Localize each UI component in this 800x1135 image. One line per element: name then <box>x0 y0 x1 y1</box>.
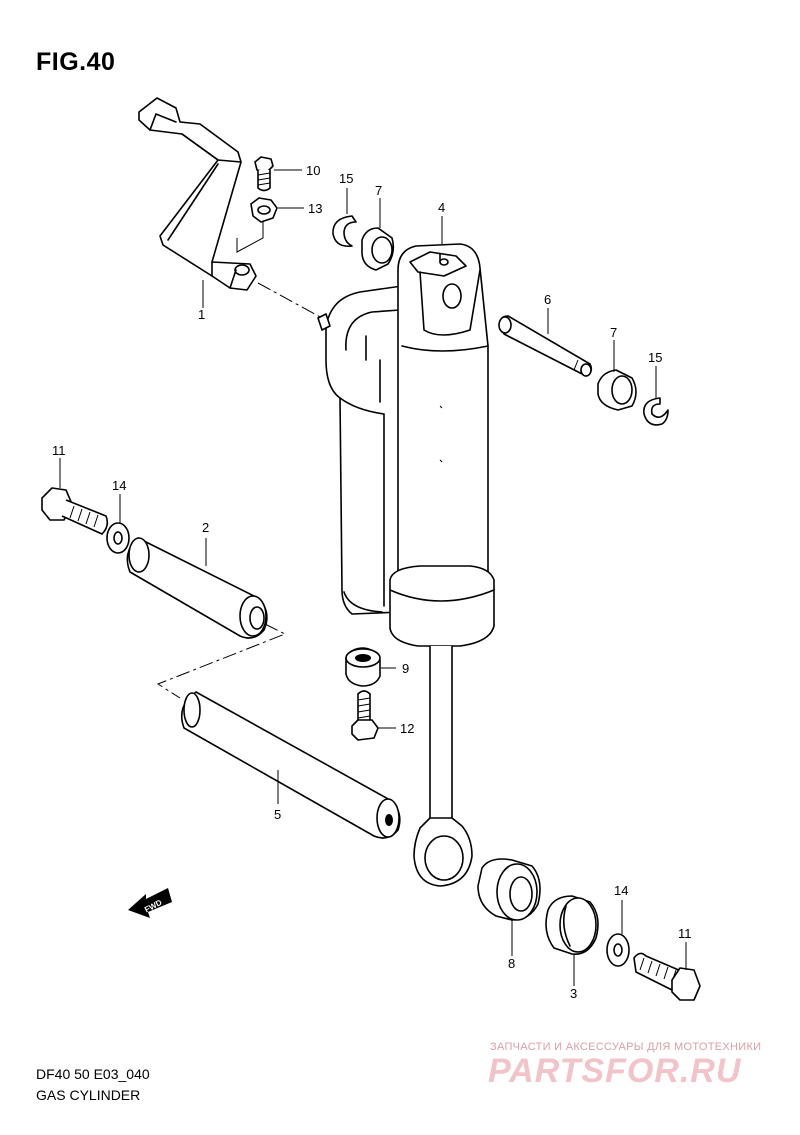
watermark-logo: PARTSFOR.RU <box>488 1052 742 1090</box>
callout-11-right: 11 <box>678 926 692 941</box>
sleeve-2 <box>126 537 268 639</box>
washer-14-right <box>606 933 630 967</box>
bushing-7-right <box>597 369 637 411</box>
callout-15-upper: 15 <box>339 171 353 186</box>
callout-11-left: 11 <box>52 443 66 458</box>
callout-7-upper: 7 <box>375 183 382 198</box>
snap-ring-15-upper <box>332 215 357 248</box>
bolt-11-left <box>41 487 109 535</box>
callout-2: 2 <box>202 520 209 535</box>
diagram-model-code: DF40 50 E03_040 <box>36 1066 150 1082</box>
piston-rod <box>413 646 473 887</box>
washer-14-left <box>106 522 130 554</box>
gas-cylinder-4 <box>397 243 489 575</box>
sleeve-5 <box>180 691 401 839</box>
bolt-12 <box>351 690 379 741</box>
callout-10: 10 <box>306 163 320 178</box>
callout-14-right: 14 <box>614 883 628 898</box>
callout-3: 3 <box>570 986 577 1001</box>
diagram-caption: GAS CYLINDER <box>36 1087 141 1103</box>
callout-15-right: 15 <box>648 350 662 365</box>
callout-6: 6 <box>544 292 551 307</box>
gas-cylinder-housing <box>317 285 403 615</box>
fwd-arrow-icon: FWD <box>128 888 172 918</box>
snap-ring-15-right <box>643 397 669 426</box>
leader-lines <box>59 169 687 986</box>
pin-6 <box>498 315 593 377</box>
figure-title: FIG.40 <box>36 48 116 76</box>
bushing-8 <box>477 858 541 921</box>
callout-1: 1 <box>198 307 205 322</box>
bracket-part <box>138 97 257 291</box>
callout-labels: 1 2 3 4 5 6 7 7 8 9 10 11 11 12 13 14 14… <box>52 163 692 1001</box>
callout-14-left: 14 <box>112 478 126 493</box>
bolt-10 <box>254 156 274 192</box>
callout-8: 8 <box>508 956 515 971</box>
callout-4: 4 <box>438 200 445 215</box>
callout-13: 13 <box>308 201 322 216</box>
callout-5: 5 <box>274 807 281 822</box>
watermark-tagline: ЗАПЧАСТИ И АКСЕССУАРЫ ДЛЯ МОТОТЕХНИКИ <box>490 1041 762 1053</box>
collar-9 <box>345 647 381 687</box>
bushing-7-upper <box>361 227 395 271</box>
callout-9: 9 <box>402 661 409 676</box>
bolt-11-right <box>633 952 701 1001</box>
assembly-centerlines <box>156 222 323 699</box>
nut-13 <box>250 197 278 223</box>
callout-12: 12 <box>400 721 414 736</box>
cylinder-collar <box>389 565 495 647</box>
spacer-3 <box>545 895 599 955</box>
callout-7-right: 7 <box>610 325 617 340</box>
